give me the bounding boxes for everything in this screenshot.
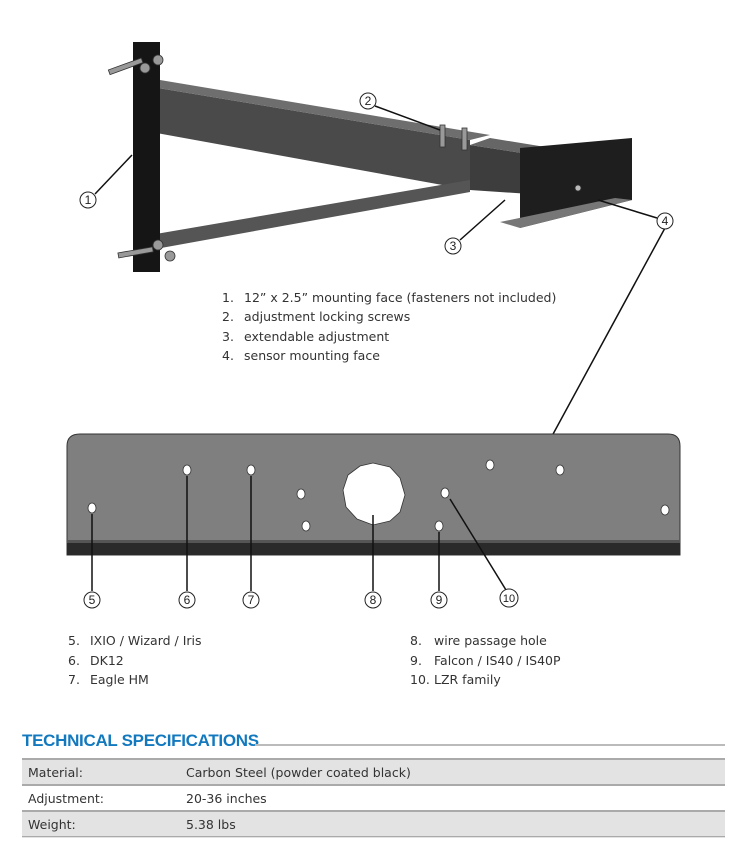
legend-item: 10.LZR family [410, 672, 501, 687]
spec-row: Weight: 5.38 lbs [22, 810, 725, 838]
legend-item: 3.extendable adjustment [222, 329, 390, 344]
legend-item: 7.Eagle HM [68, 672, 149, 687]
spec-value: Carbon Steel (powder coated black) [186, 765, 411, 780]
heading-rule [255, 744, 725, 746]
callout-4: 4 [662, 214, 669, 228]
spec-value: 5.38 lbs [186, 817, 236, 832]
callout-3: 3 [450, 239, 457, 253]
spec-row: Material: Carbon Steel (powder coated bl… [22, 758, 725, 786]
bracket-illustration [107, 42, 632, 272]
spec-value: 20-36 inches [186, 791, 267, 806]
spec-label: Adjustment: [28, 791, 104, 806]
callout-1: 1 [85, 193, 92, 207]
legend-item: 1.12” x 2.5” mounting face (fasteners no… [222, 290, 557, 305]
callout-6: 6 [184, 593, 191, 607]
legend-item: 4.sensor mounting face [222, 348, 380, 363]
legend-item: 2.adjustment locking screws [222, 309, 411, 324]
section-heading: TECHNICAL SPECIFICATIONS [22, 731, 259, 750]
callout-7: 7 [248, 593, 255, 607]
legend-item: 6.DK12 [68, 653, 124, 668]
spec-label: Material: [28, 765, 83, 780]
callout-2: 2 [365, 94, 372, 108]
legend-item: 5.IXIO / Wizard / Iris [68, 633, 202, 648]
callout-8: 8 [370, 593, 377, 607]
callout-5: 5 [89, 593, 96, 607]
spec-label: Weight: [28, 817, 76, 832]
legend-item: 8.wire passage hole [410, 633, 547, 648]
legend-item: 9.Falcon / IS40 / IS40P [410, 653, 561, 668]
table-rule [22, 836, 725, 837]
callout-9: 9 [436, 593, 443, 607]
callout-10: 10 [503, 593, 515, 605]
spec-row: Adjustment: 20-36 inches [22, 784, 725, 812]
